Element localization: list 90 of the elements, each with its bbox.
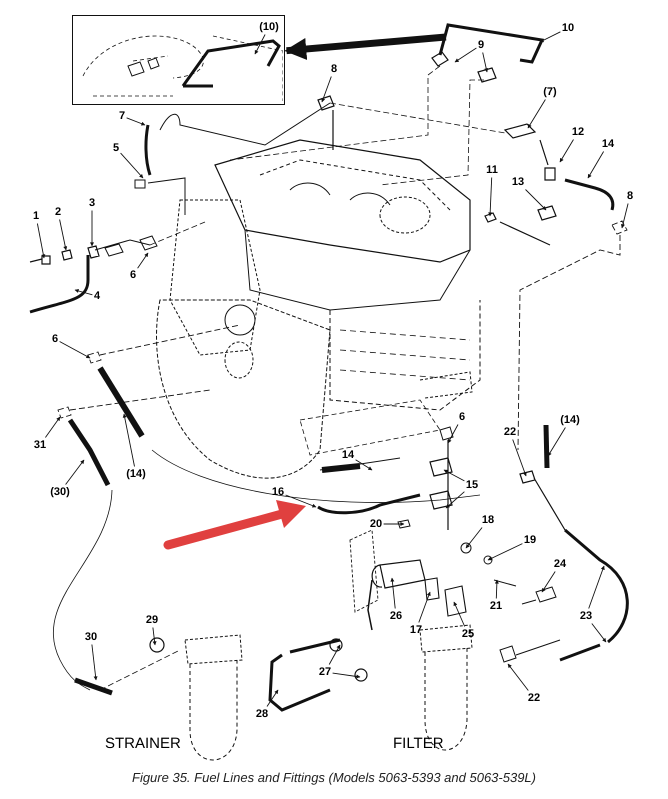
callout-number: 2	[54, 206, 62, 218]
leader-line	[285, 494, 316, 508]
leader-line	[560, 139, 574, 162]
callout-number: 29	[146, 614, 158, 626]
callout-number: 27	[318, 666, 332, 678]
leader-line	[126, 117, 146, 126]
leader-line	[122, 414, 135, 467]
leader-line	[512, 439, 527, 476]
callout-number: 9	[478, 39, 484, 51]
callout-number: 22	[504, 426, 516, 438]
leader-line	[152, 627, 157, 646]
callout-number: 15	[466, 479, 478, 491]
leader-line	[328, 644, 340, 665]
leader-line	[36, 223, 46, 258]
part-label: STRAINER	[105, 735, 181, 752]
callout-number: 11	[486, 164, 498, 176]
callout-number: 21	[490, 600, 502, 612]
leader-line	[548, 427, 566, 456]
callout-number: 16	[272, 486, 284, 498]
leader-line	[446, 491, 465, 508]
callout-number: 20	[370, 518, 382, 530]
leader-line	[59, 341, 90, 358]
leader-line	[266, 690, 278, 707]
callout-number: 4	[94, 290, 100, 302]
leader-line	[74, 289, 93, 296]
leader-line	[494, 580, 499, 599]
leader-line	[540, 31, 561, 42]
leader-line	[65, 460, 84, 485]
callout-number: 3	[88, 197, 96, 209]
leader-line	[418, 592, 431, 623]
leader-line	[482, 52, 488, 72]
leader-line	[588, 566, 605, 609]
leader-line	[591, 623, 606, 642]
callout-number: 18	[482, 514, 494, 526]
callout-number: 30	[84, 631, 98, 643]
callout-number: 1	[32, 210, 40, 222]
callout-number: 26	[390, 610, 402, 622]
leader-line	[444, 470, 465, 482]
leader-line	[91, 644, 98, 680]
callout-number: 19	[524, 534, 536, 546]
pointer-arrow	[284, 34, 446, 60]
leader-line	[620, 203, 629, 228]
callout-number: (14)	[126, 468, 146, 480]
leader-line	[321, 76, 332, 102]
callout-number: 13	[512, 176, 524, 188]
leader-line	[120, 152, 144, 178]
callout-number: 14	[602, 138, 614, 150]
leader-line	[525, 189, 546, 210]
leader-line	[90, 210, 94, 246]
callout-number: 25	[462, 628, 474, 640]
leader-line	[508, 664, 529, 691]
leader-line	[542, 571, 556, 592]
leader-line	[137, 252, 148, 269]
callout-number: (7)	[543, 86, 557, 98]
leader-line	[454, 48, 477, 62]
leader-line	[454, 602, 466, 627]
callout-number: 5	[112, 142, 120, 154]
callout-number: 31	[34, 439, 46, 451]
leader-line	[383, 522, 404, 526]
leader-line	[254, 34, 266, 54]
callout-number: 12	[572, 126, 584, 138]
leader-line	[59, 219, 68, 250]
callout-number: 23	[580, 610, 592, 622]
callout-number: 10	[562, 22, 574, 34]
leader-line	[390, 578, 396, 609]
leader-line	[332, 672, 360, 678]
callout-number: (10)	[259, 21, 279, 33]
callout-number: 14	[342, 449, 354, 461]
leader-line	[448, 424, 458, 444]
callout-number: 24	[554, 558, 566, 570]
leader-line	[488, 177, 492, 216]
leader-line	[355, 459, 372, 470]
part-label: FILTER	[393, 735, 444, 752]
callout-number: 8	[626, 190, 634, 202]
callout-number: 7	[118, 110, 126, 122]
callout-number: (14)	[560, 414, 580, 426]
figure-caption: Figure 35. Fuel Lines and Fittings (Models 5063-5393 and 5063-539L)	[132, 770, 536, 785]
leader-line	[528, 99, 546, 128]
callout-number: 6	[458, 411, 466, 423]
leader-line	[488, 543, 523, 560]
callout-number: 6	[130, 269, 136, 281]
callout-number: 22	[528, 692, 540, 704]
callout-number: 8	[330, 63, 338, 75]
callout-number: 17	[410, 624, 422, 636]
callout-number: 28	[256, 708, 268, 720]
leader-line	[44, 416, 60, 438]
leader-line	[588, 151, 604, 178]
callout-number: 6	[52, 333, 58, 345]
leader-line	[466, 527, 483, 548]
callout-number: (30)	[50, 486, 70, 498]
